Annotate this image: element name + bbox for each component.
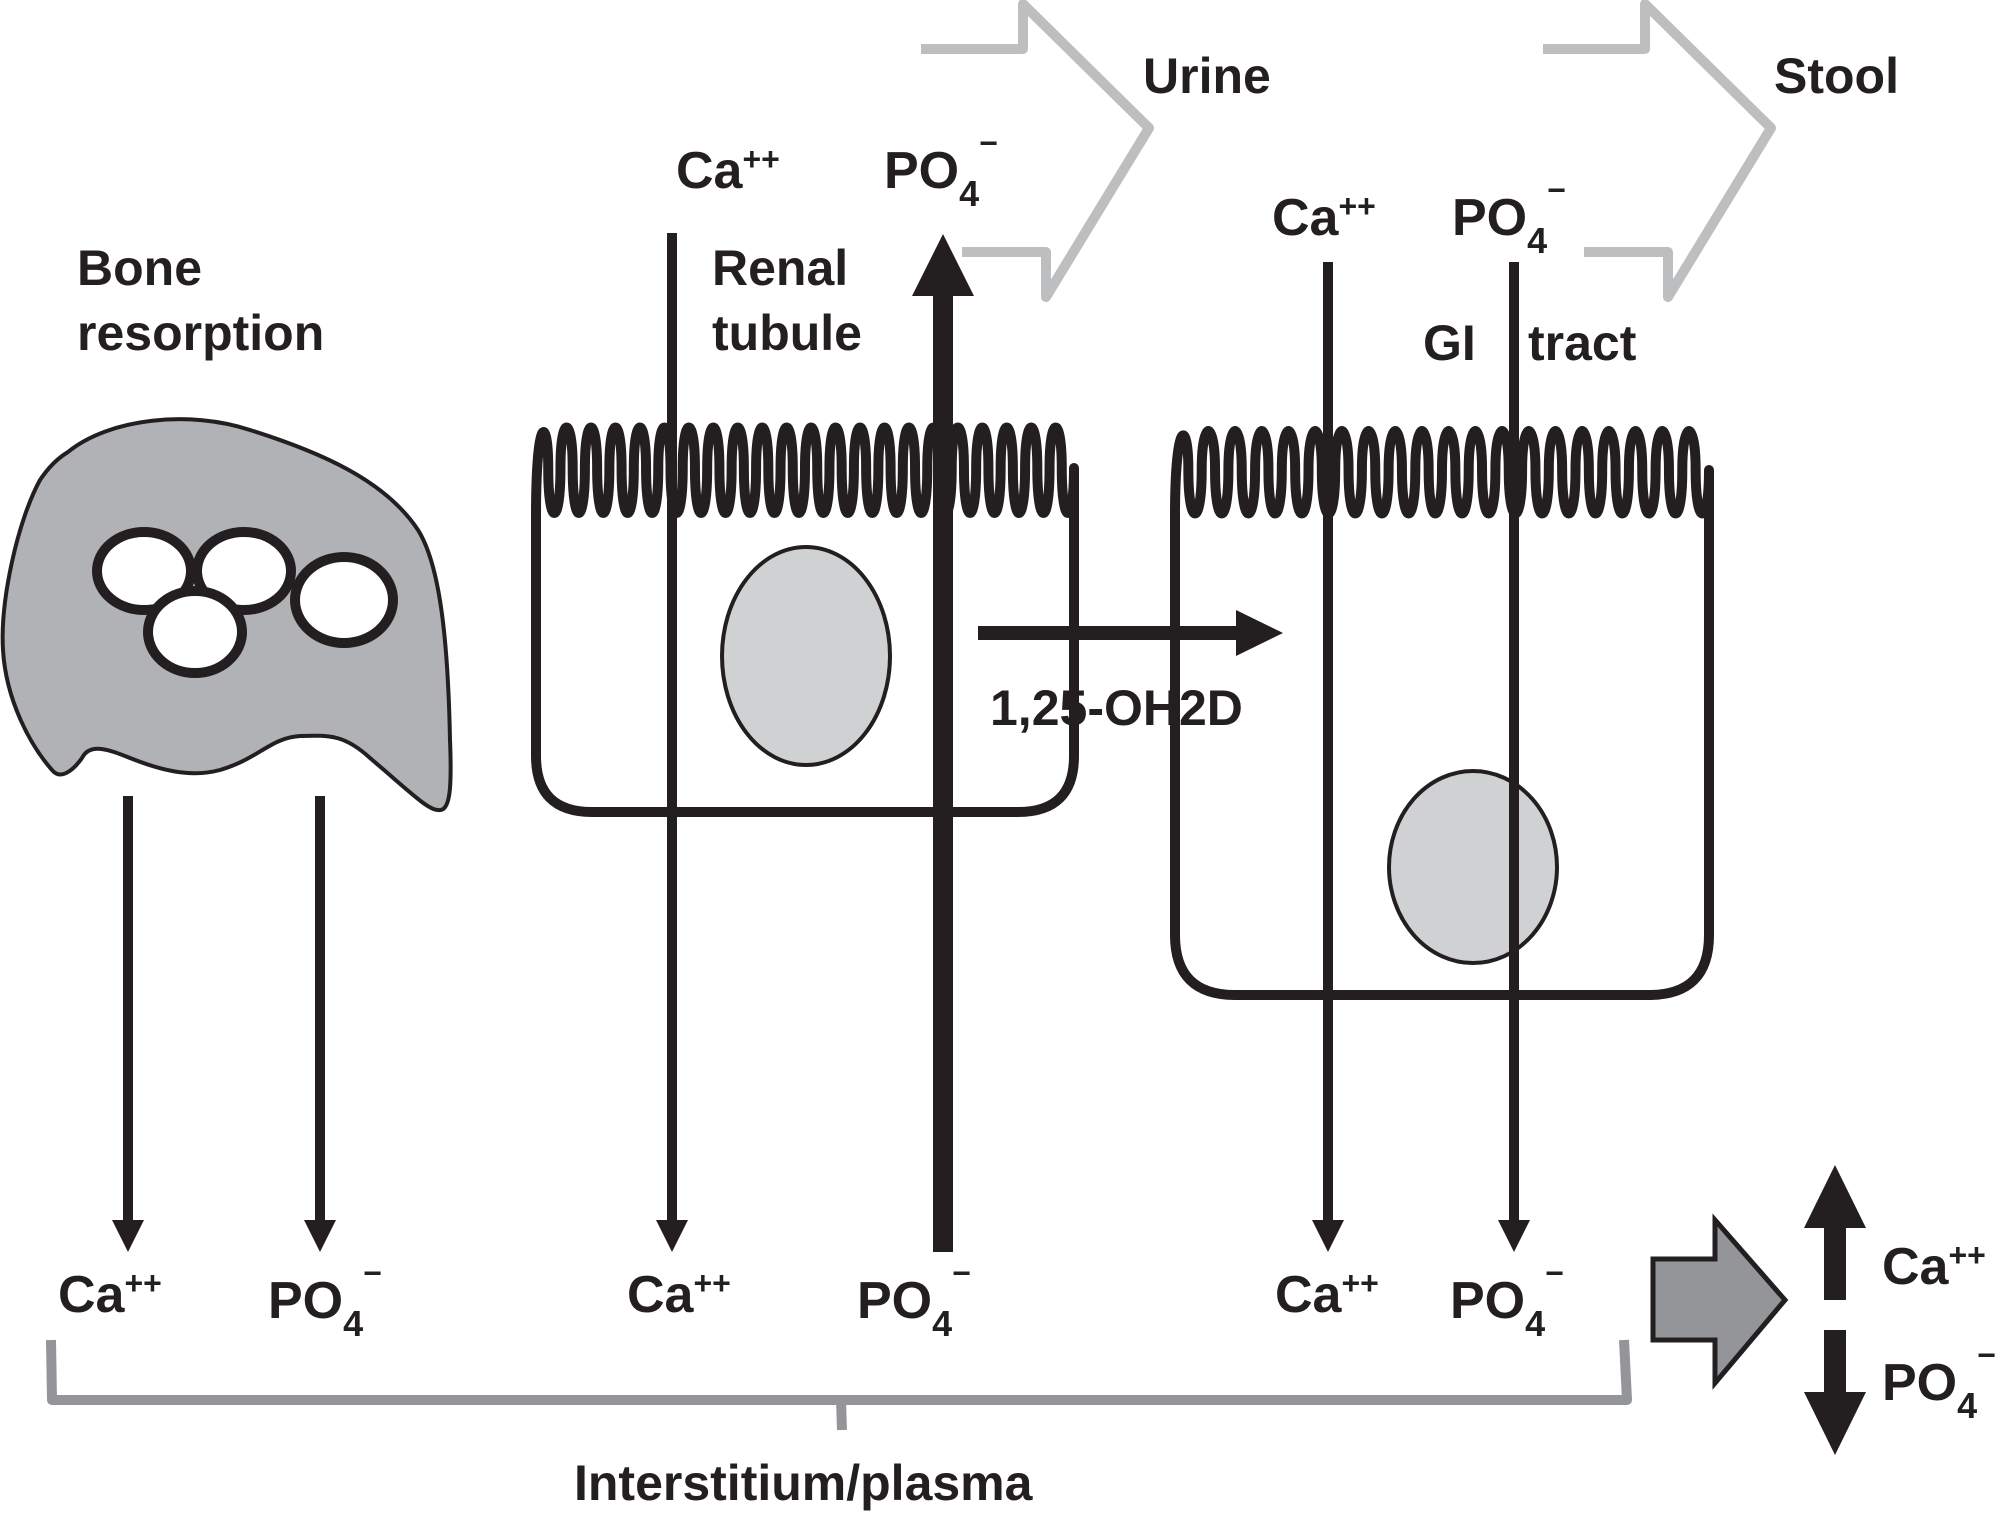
- svg-text:PO4−: PO4−: [1882, 1337, 1996, 1426]
- svg-text:PO4−: PO4−: [857, 1255, 971, 1344]
- gi-cell-membrane: [1170, 426, 1714, 1000]
- renal-tubule-compartment: Renal tubule: [531, 233, 1079, 1252]
- renal-label-line2: tubule: [712, 305, 862, 361]
- stool-label: Stool: [1774, 48, 1899, 104]
- renal-ca-arrow: [656, 233, 688, 1252]
- resorption-pit: [192, 527, 296, 615]
- svg-text:PO4−: PO4−: [1450, 1255, 1564, 1344]
- ca-up-arrow-icon: [1804, 1165, 1866, 1300]
- net-effect-block-arrow: [1650, 1213, 1789, 1390]
- ion-label-ca: Ca++: [627, 1265, 731, 1324]
- ion-label-po4: PO4−: [1452, 172, 1566, 261]
- gi-ca-arrow: [1312, 262, 1344, 1252]
- gi-tract-compartment: GI tract: [1170, 262, 1714, 1252]
- ion-label-po4: PO4−: [268, 1255, 382, 1344]
- svg-text:PO4−: PO4−: [884, 125, 998, 214]
- ion-label-ca: Ca++: [676, 141, 780, 200]
- renal-cell-membrane: [531, 422, 1079, 817]
- bone-compartment: Bone resorption: [0, 240, 453, 1252]
- svg-text:Ca++: Ca++: [58, 1265, 162, 1324]
- bone-label-line1: Bone: [77, 240, 202, 296]
- result-po4-label: PO4−: [1882, 1337, 1996, 1426]
- ion-label-ca: Ca++: [1272, 188, 1376, 247]
- resorption-pit: [290, 552, 398, 648]
- stool-excretion-arrow: Stool: [1543, 0, 1899, 302]
- resorption-pit: [143, 586, 247, 678]
- renal-nucleus: [720, 545, 892, 767]
- svg-text:Ca++: Ca++: [1275, 1265, 1379, 1324]
- plasma-bracket: Interstitium/plasma: [46, 1339, 1632, 1511]
- ion-label-po4: PO4−: [884, 125, 998, 214]
- ion-label-po4: PO4−: [857, 1255, 971, 1344]
- gi-label-word1: GI: [1423, 315, 1476, 371]
- ion-label-ca: Ca++: [1275, 1265, 1379, 1324]
- po4-down-arrow-icon: [1804, 1330, 1866, 1455]
- ion-label-po4: PO4−: [1450, 1255, 1564, 1344]
- gi-nucleus: [1387, 769, 1559, 965]
- urine-label: Urine: [1143, 48, 1271, 104]
- vitamin-d-label: 1,25-OH2D: [990, 680, 1243, 736]
- svg-text:PO4−: PO4−: [1452, 172, 1566, 261]
- resorption-pit: [92, 527, 196, 615]
- plasma-label: Interstitium/plasma: [574, 1455, 1034, 1511]
- svg-text:Ca++: Ca++: [627, 1265, 731, 1324]
- bone-label-line2: resorption: [77, 305, 324, 361]
- renal-label-line1: Renal: [712, 240, 848, 296]
- svg-text:Ca++: Ca++: [1882, 1237, 1986, 1296]
- renal-po4-arrow: [912, 234, 974, 1252]
- bone-po4-arrow: [304, 796, 336, 1252]
- net-result: Ca++ PO4−: [1650, 1165, 1996, 1455]
- gi-po4-arrow: [1498, 262, 1530, 1252]
- gi-label-word2: tract: [1528, 315, 1637, 371]
- svg-text:Ca++: Ca++: [1272, 188, 1376, 247]
- vitamin-d-arrow: 1,25-OH2D: [978, 610, 1283, 736]
- ion-label-ca: Ca++: [58, 1265, 162, 1324]
- result-ca-label: Ca++: [1882, 1237, 1986, 1296]
- bone-ca-arrow: [112, 796, 144, 1252]
- svg-text:PO4−: PO4−: [268, 1255, 382, 1344]
- urine-excretion-arrow: Urine: [921, 0, 1271, 302]
- svg-text:Ca++: Ca++: [676, 141, 780, 200]
